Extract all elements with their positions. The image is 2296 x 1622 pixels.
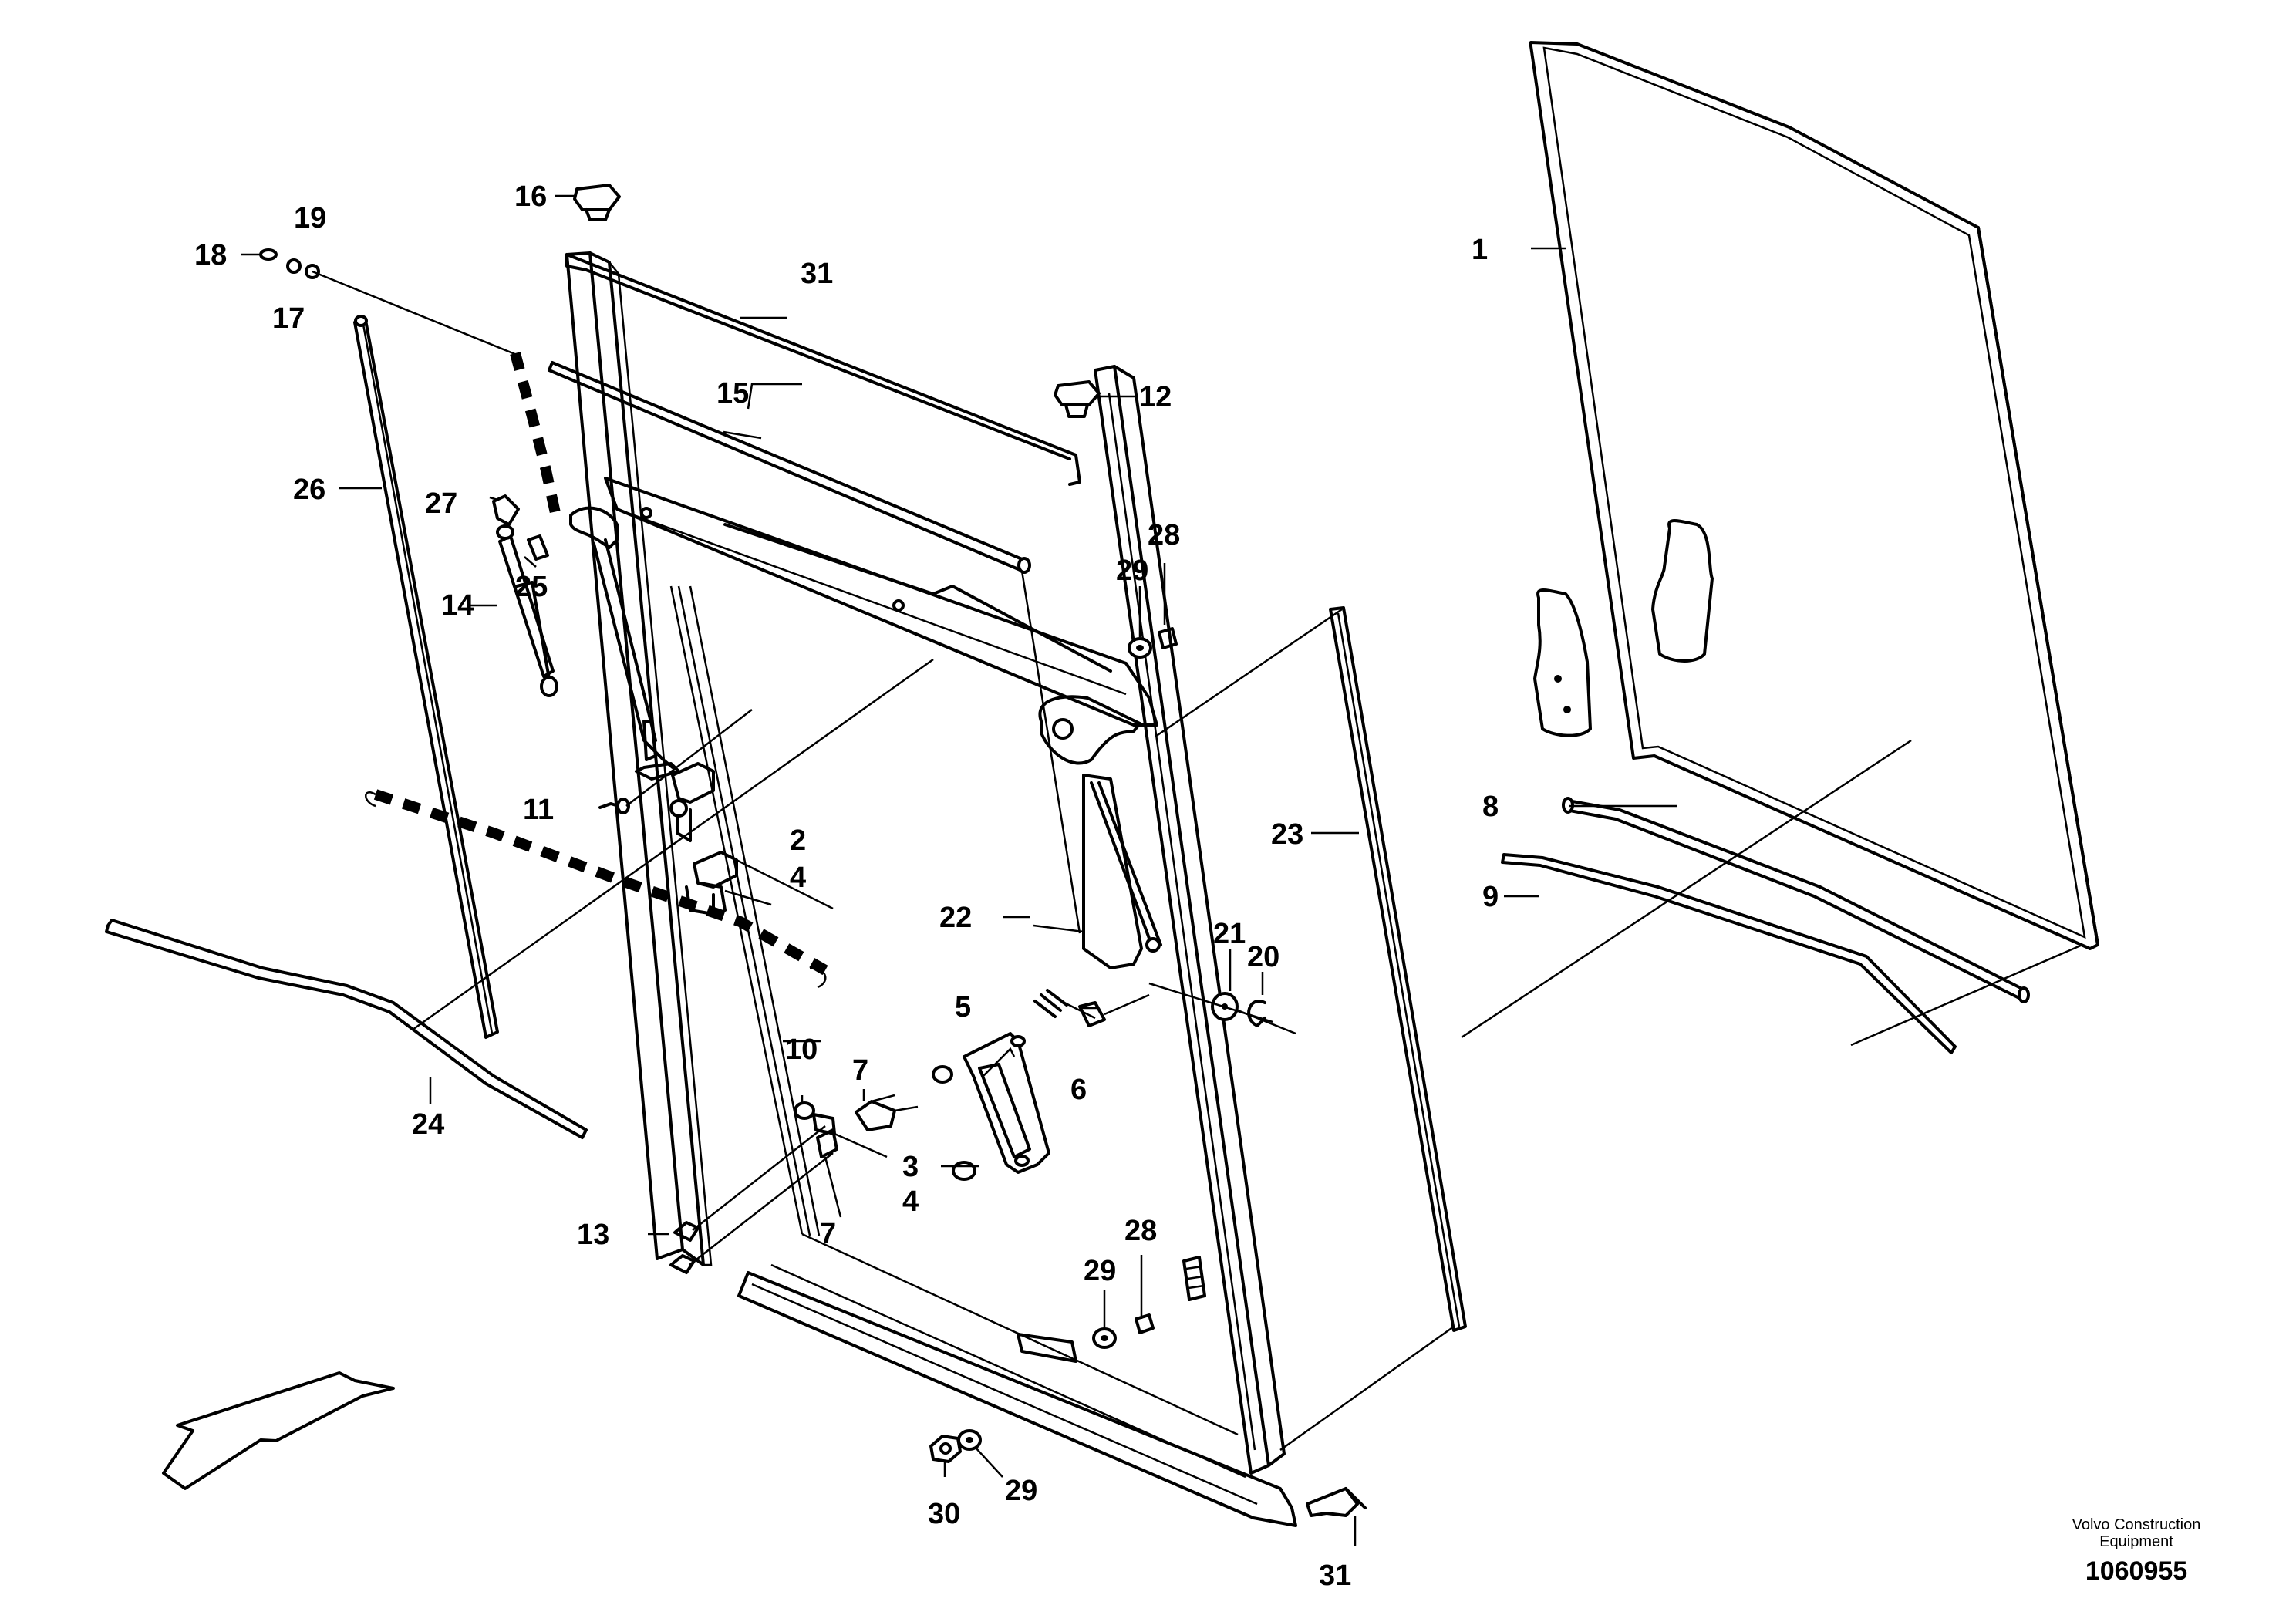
callout-29c: 29: [1005, 1475, 1037, 1507]
callout-12: 12: [1139, 381, 1172, 413]
part-vertical-seal-left: [353, 315, 499, 1039]
part-glass-moulding: [1501, 853, 1957, 1054]
callout-10: 10: [785, 1034, 818, 1066]
callout-23: 23: [1271, 818, 1303, 851]
cord-end-left: [365, 791, 376, 808]
callout-29b: 29: [1084, 1255, 1116, 1287]
callout-15: 15: [716, 377, 749, 410]
part-sealing-cord-lower: [373, 789, 828, 976]
part-clip-27: [492, 494, 520, 526]
brand-line-2: Equipment: [2099, 1533, 2173, 1550]
part-bolt-11: [598, 709, 753, 814]
callout-5: 5: [955, 991, 971, 1023]
part-bottom-profile: [105, 919, 588, 1139]
part-sealing-cord-upper: [510, 352, 561, 514]
cord-end-right: [809, 966, 827, 989]
part-glass-rod: [548, 361, 1081, 934]
part-washer-29-lower: [1092, 1327, 1117, 1349]
leader-lines: [241, 194, 1677, 1546]
callout-31a: 31: [801, 258, 833, 290]
callout-11: 11: [523, 794, 554, 826]
part-door-frame: [565, 251, 1297, 1527]
callout-24: 24: [412, 1108, 444, 1141]
part-nut-30: [929, 1435, 962, 1463]
callout-17: 17: [272, 302, 305, 335]
callout-30: 30: [928, 1498, 960, 1530]
document-number: 1060955: [2085, 1556, 2187, 1586]
part-gas-strut: [496, 524, 558, 697]
callout-22: 22: [939, 902, 972, 934]
callout-8: 8: [1482, 791, 1499, 823]
part-washer-29-bottom: [957, 1429, 982, 1451]
part-circlip-20: [1247, 1000, 1266, 1027]
part-washer-29-upper: [1128, 637, 1152, 659]
part-bolts-13: [669, 1125, 834, 1274]
callout-21: 21: [1213, 918, 1246, 950]
part-upper-panel: [565, 253, 1081, 486]
part-bottom-plate: [1306, 1487, 1367, 1517]
part-side-seal: [1329, 606, 1467, 1332]
callout-labels: 1 2 4 3 4 5 6 7 7 8 9 10 11 12 13 14 15 …: [194, 180, 1499, 1592]
part-cap-16: [573, 184, 621, 221]
part-screw-6: [1078, 993, 1150, 1027]
part-screw-set-top: [259, 248, 518, 356]
callout-9: 9: [1482, 881, 1499, 913]
brand-line-1: Volvo Construction: [2072, 1516, 2201, 1533]
part-bracket-7-lower: [816, 1128, 888, 1158]
callout-28b: 28: [1124, 1215, 1157, 1247]
projection-lines: [412, 608, 2083, 1452]
callout-25: 25: [515, 571, 548, 603]
part-seal-strip: [1562, 797, 2030, 1003]
callout-4a: 4: [790, 862, 806, 894]
callout-7a: 7: [852, 1054, 868, 1087]
callout-4b: 4: [902, 1185, 919, 1218]
part-door-handle: [932, 1032, 1050, 1181]
part-windshield-glass: [1529, 41, 2099, 950]
front-direction-arrow: [162, 1371, 395, 1490]
part-cap-12: [1054, 380, 1101, 418]
part-screw-28-upper: [1158, 627, 1178, 649]
callout-1: 1: [1472, 234, 1488, 266]
part-spring-5: [1033, 989, 1096, 1020]
callout-14: 14: [441, 589, 474, 622]
callout-29a: 29: [1116, 555, 1148, 587]
brand-block: Volvo Construction Equipment 1060955: [2072, 1516, 2201, 1586]
callout-20: 20: [1247, 941, 1279, 973]
part-glass-decals: [1533, 519, 1714, 737]
callout-27: 27: [425, 487, 457, 520]
callout-13: 13: [577, 1219, 609, 1251]
callout-2: 2: [790, 824, 806, 857]
callout-16: 16: [514, 180, 547, 213]
part-bracket-7-upper: [855, 1094, 919, 1131]
part-pin-22: [1033, 924, 1084, 933]
part-lock-10: [794, 1101, 836, 1135]
callout-18: 18: [194, 239, 227, 271]
callout-3: 3: [902, 1151, 919, 1183]
part-screw-28-lower: [1135, 1313, 1155, 1334]
callout-31b: 31: [1319, 1560, 1351, 1592]
callout-6: 6: [1070, 1074, 1087, 1106]
callout-26: 26: [293, 474, 325, 506]
callout-7b: 7: [820, 1218, 836, 1250]
callout-19: 19: [294, 202, 326, 234]
callout-28a: 28: [1148, 519, 1180, 551]
